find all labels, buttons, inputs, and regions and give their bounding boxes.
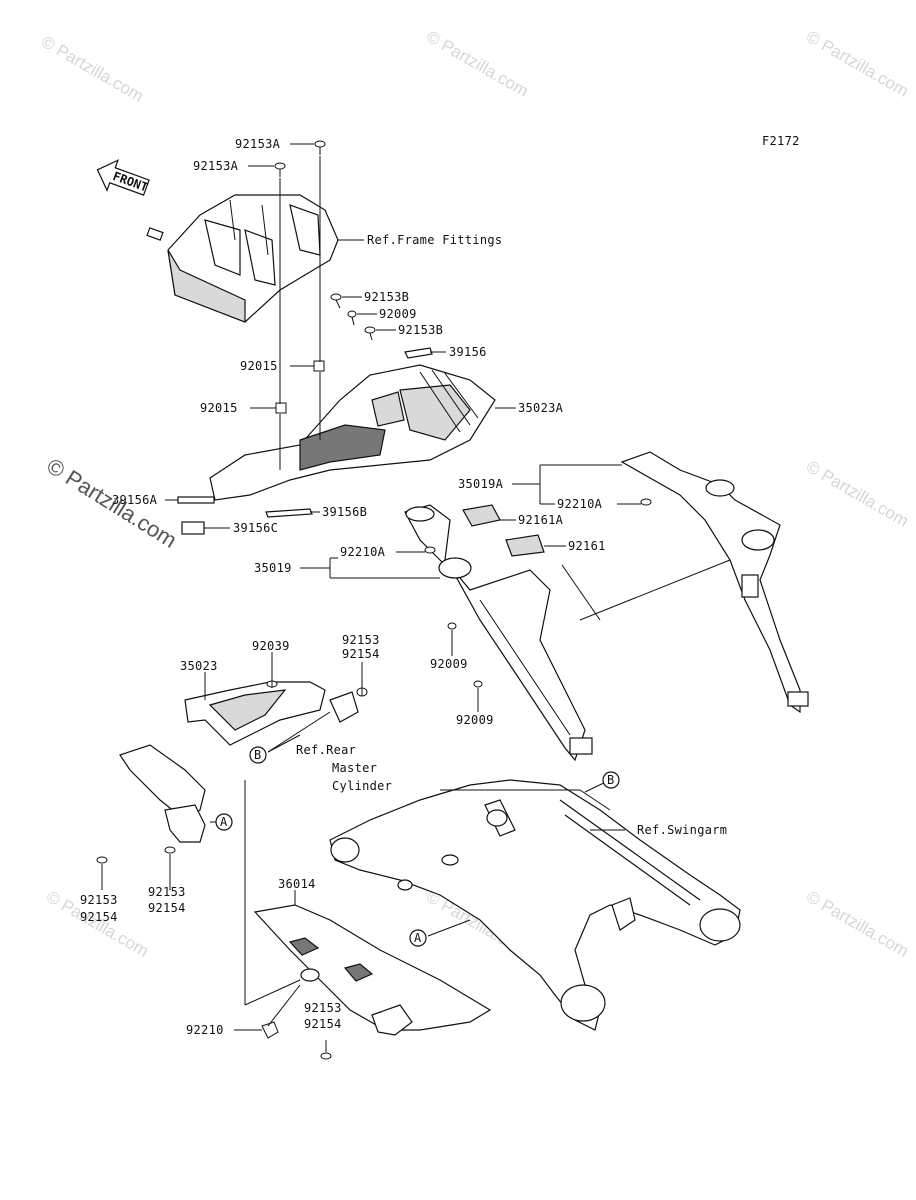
label-39156b: 39156B	[322, 505, 367, 519]
chain-guard	[253, 904, 492, 1036]
marker-b-2	[602, 771, 620, 789]
damper-92161a	[462, 504, 501, 527]
label-92009: 92009	[379, 307, 417, 321]
front-arrow-icon: FRONT	[96, 159, 150, 196]
label-92009: 92009	[456, 713, 494, 727]
label-92153b: 92153B	[398, 323, 443, 337]
label-92039: 92039	[252, 639, 290, 653]
label-92210: 92210	[186, 1023, 224, 1037]
rear-fender-lower	[119, 681, 326, 843]
rear-fender-upper	[209, 364, 496, 501]
label-92154: 92154	[80, 910, 118, 924]
label-92153: 92153	[148, 885, 186, 899]
label-92015: 92015	[200, 401, 238, 415]
sticker-39156	[404, 347, 433, 359]
watermark: © Partzilla.com	[38, 32, 147, 106]
label-35023: 35023	[180, 659, 218, 673]
label-92154: 92154	[342, 647, 380, 661]
marker-b-1	[249, 746, 267, 764]
watermark: © Partzilla.com	[423, 27, 532, 101]
label-35019a: 35019A	[458, 477, 504, 491]
marker-b-1-label: B	[254, 748, 262, 762]
watermark: © Partzilla.com	[803, 27, 912, 101]
label-92153: 92153	[342, 633, 380, 647]
marker-a-2-label: A	[414, 931, 422, 945]
label-92015: 92015	[240, 359, 278, 373]
label-ref-rear: Ref.Rear	[296, 743, 356, 757]
marker-a-2	[409, 929, 427, 947]
label-ref-frame-fittings: Ref.Frame Fittings	[367, 233, 502, 247]
watermark: © Partzilla.com	[803, 457, 912, 531]
label-92153: 92153	[80, 893, 118, 907]
rear-master-cylinder	[329, 691, 359, 723]
label-92153b: 92153B	[364, 290, 409, 304]
damper-92161	[505, 534, 545, 557]
label-92153: 92153	[304, 1001, 342, 1015]
label-39156a: 39156A	[112, 493, 158, 507]
label-92009: 92009	[430, 657, 468, 671]
swingarm	[329, 779, 741, 1031]
fasteners	[96, 140, 652, 1060]
label-39156: 39156	[449, 345, 487, 359]
label-master: Master	[332, 761, 377, 775]
sticker-39156a	[177, 496, 215, 504]
label-92161a: 92161A	[518, 513, 564, 527]
figure-code: F2172	[762, 134, 800, 148]
watermark: © Partzilla.com	[803, 887, 912, 961]
marker-a-1-label: A	[220, 815, 228, 829]
label-92210a: 92210A	[340, 545, 386, 559]
label-92154: 92154	[148, 901, 186, 915]
rear-frame-right	[620, 451, 809, 714]
label-cylinder: Cylinder	[332, 779, 392, 793]
sticker-39156c	[181, 521, 205, 535]
label-36014: 36014	[278, 877, 316, 891]
label-35019: 35019	[254, 561, 292, 575]
reference-markers: A A B B	[215, 746, 620, 947]
label-35023a: 35023A	[518, 401, 564, 415]
label-92153a: 92153A	[193, 159, 239, 173]
label-39156c: 39156C	[233, 521, 278, 535]
label-92153a: 92153A	[235, 137, 281, 151]
label-92210a: 92210A	[557, 497, 603, 511]
marker-a-1	[215, 813, 233, 831]
leader-lines	[101, 143, 731, 1052]
rear-frame-left	[404, 504, 593, 762]
battery-case	[146, 194, 339, 323]
label-92161: 92161	[568, 539, 606, 553]
marker-b-2-label: B	[607, 773, 615, 787]
sticker-39156b	[265, 508, 313, 518]
label-ref-swingarm: Ref.Swingarm	[637, 823, 727, 837]
label-92154: 92154	[304, 1017, 342, 1031]
part-number-labels: 92153A 92153A Ref.Frame Fittings 92153B …	[80, 137, 727, 1037]
